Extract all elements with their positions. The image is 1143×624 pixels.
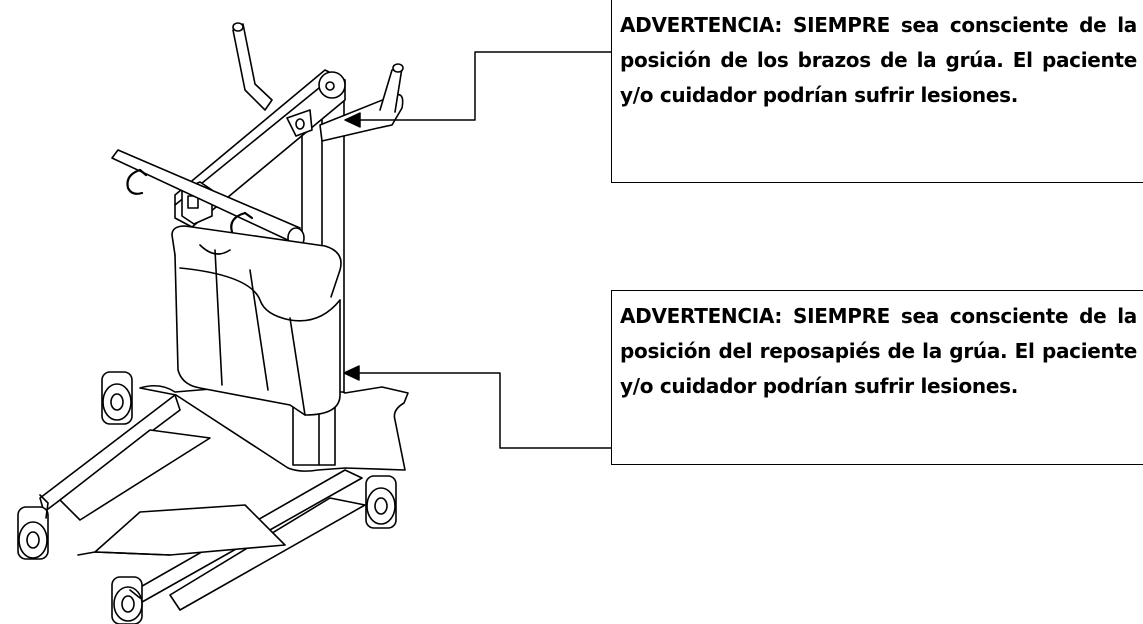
leader-line-footrest (343, 365, 612, 449)
lift-base (39, 379, 409, 611)
leader-line-arms (344, 51, 612, 128)
lift-footrest (171, 225, 342, 416)
warning-callout-arms: ADVERTENCIA: SIEMPRE sea consciente de l… (611, 0, 1143, 183)
warning-text-arms: ADVERTENCIA: SIEMPRE sea consciente de l… (620, 13, 1137, 107)
warning-text-footrest: ADVERTENCIA: SIEMPRE sea consciente de l… (620, 304, 1137, 398)
caster-rear-right (365, 475, 397, 529)
caster-front-left (17, 494, 49, 560)
caster-front-right (111, 576, 143, 624)
warning-callout-footrest: ADVERTENCIA: SIEMPRE sea consciente de l… (611, 290, 1143, 465)
caster-rear-left (101, 371, 133, 425)
lift-arms (111, 22, 404, 249)
